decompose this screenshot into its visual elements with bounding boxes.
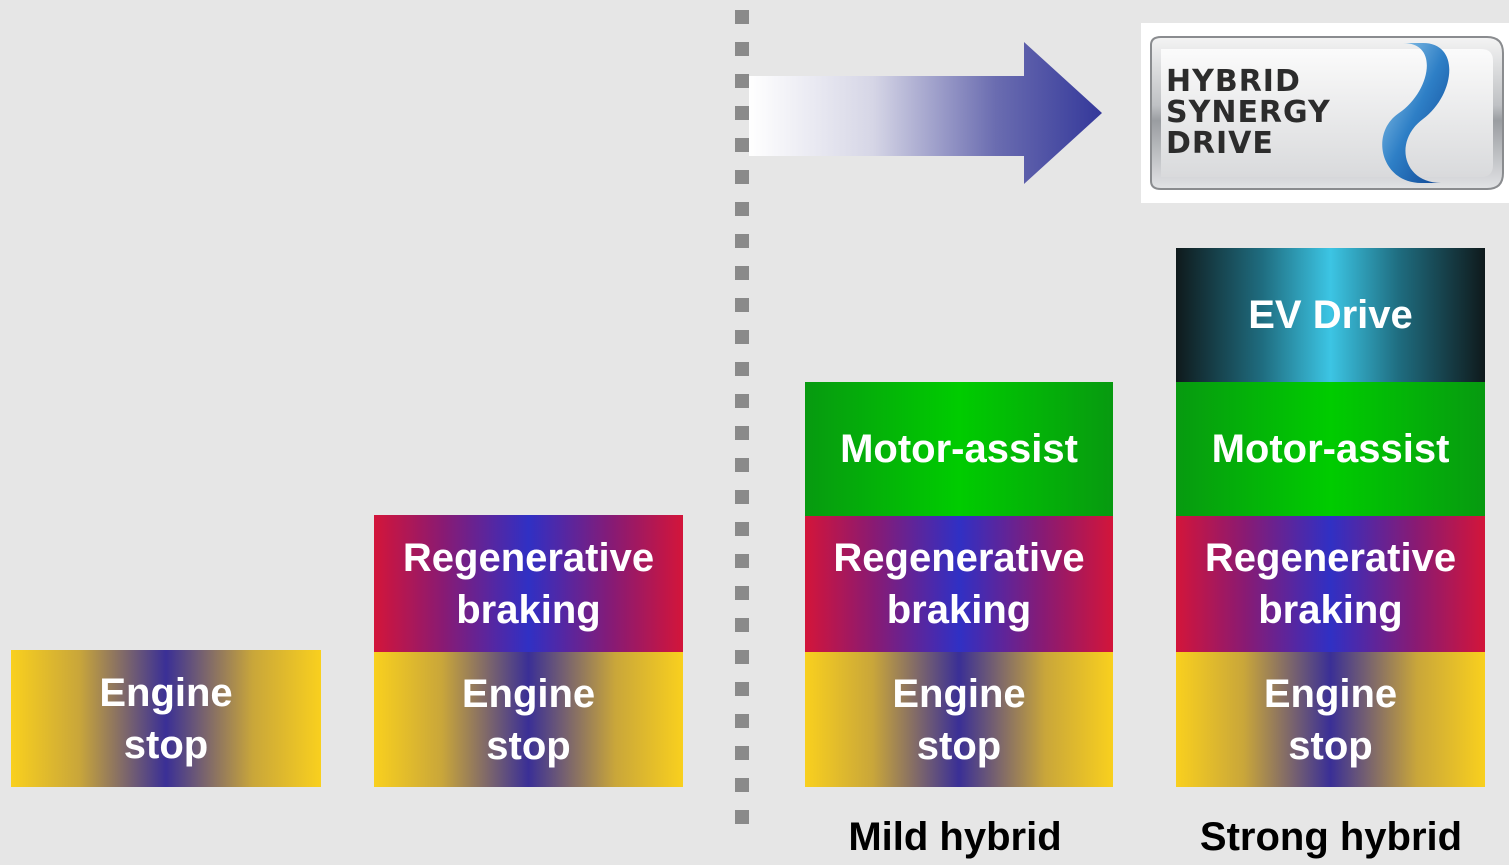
motor-assist-block: Motor-assist <box>1176 382 1485 516</box>
hybrid-synergy-drive-logo: HYBRID SYNERGY DRIVE <box>1141 23 1509 203</box>
logo-line-drive: DRIVE <box>1166 126 1274 161</box>
mild-hybrid-caption: Mild hybrid <box>848 815 1062 859</box>
dashed-divider <box>735 10 749 825</box>
motor-assist-block: Motor-assist <box>805 382 1113 516</box>
strong-hybrid-caption: Strong hybrid <box>1199 815 1463 859</box>
logo-line-synergy: SYNERGY <box>1166 95 1331 130</box>
ev-drive-block: EV Drive <box>1176 248 1485 382</box>
logo-text: HYBRID SYNERGY DRIVE <box>1166 66 1331 159</box>
progression-arrow <box>749 42 1102 184</box>
logo-line-hybrid: HYBRID <box>1166 64 1301 99</box>
